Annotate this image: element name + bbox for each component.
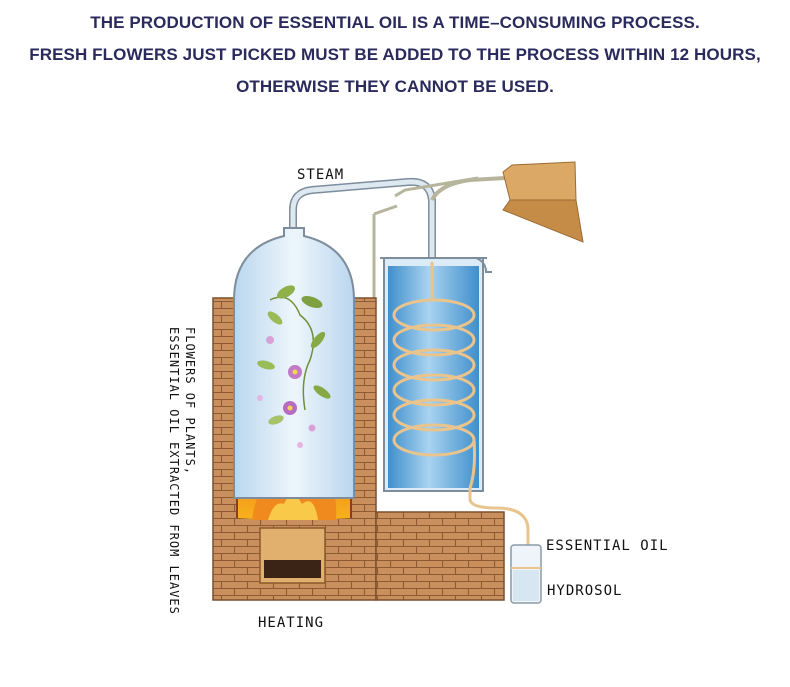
heating-label: HEATING (258, 615, 325, 631)
essential-oil-label: ESSENTIAL OIL (546, 538, 669, 554)
headline-line-2: FRESH FLOWERS JUST PICKED MUST BE ADDED … (29, 45, 761, 64)
headline-line-3: OTHERWISE THEY CANNOT BE USED. (236, 77, 554, 96)
steam-label: STEAM (297, 167, 345, 183)
glass-retort (233, 227, 355, 499)
flowers-label: FLOWERS OF PLANTS, (183, 327, 197, 476)
extracted-label: ESSENTIAL OIL EXTRACTED FROM LEAVES (167, 327, 181, 615)
hydrosol-label: HYDROSOL (547, 583, 623, 599)
feed-funnel (372, 161, 584, 300)
headline-line-1: THE PRODUCTION OF ESSENTIAL OIL IS A TIM… (90, 13, 700, 32)
plant-material (257, 285, 331, 448)
steam-pipe (289, 177, 436, 262)
condenser-coil (392, 262, 530, 550)
collecting-flask (510, 544, 542, 604)
